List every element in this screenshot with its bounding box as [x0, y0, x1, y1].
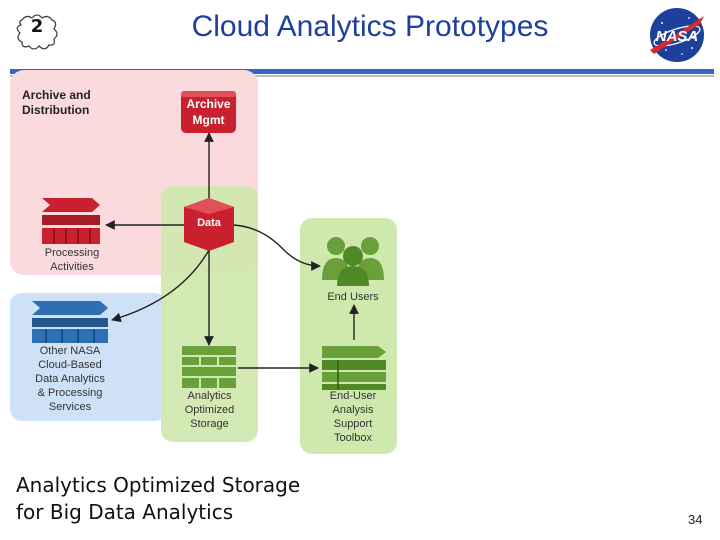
end-users-icon — [322, 237, 384, 286]
archive-mgmt-label-line1: Archive — [186, 97, 230, 111]
aos-line: Optimized — [184, 404, 235, 416]
other-nasa-line: Cloud-Based — [38, 359, 102, 371]
header-rule — [10, 69, 714, 74]
badge-burst-icon — [16, 14, 58, 50]
slide-number: 2 — [30, 16, 44, 37]
other-nasa-services-icon — [32, 301, 108, 343]
archive-region-label-line2: Distribution — [22, 103, 90, 117]
other-nasa-line: Services — [48, 401, 92, 413]
nasa-logo: NASA — [644, 6, 710, 64]
archive-mgmt-label-line2: Mgmt — [193, 113, 225, 127]
end-users-label: End Users — [327, 291, 379, 303]
toolbox-line: Support — [333, 418, 373, 430]
processing-label-line1: Processing — [44, 247, 100, 259]
slide-caption: Analytics Optimized Storage for Big Data… — [16, 472, 300, 526]
processing-activities-label: Processing Activities — [22, 246, 122, 274]
other-nasa-line: Other NASA — [39, 345, 101, 357]
data-to-other-services-arrow — [111, 249, 210, 323]
toolbox-line: End-User — [329, 390, 377, 402]
aos-line: Analytics — [187, 390, 232, 402]
data-store-node: Data — [184, 198, 234, 251]
caption-line1: Analytics Optimized Storage — [16, 473, 301, 497]
analysis-toolbox-label: End-User Analysis Support Toolbox — [300, 389, 406, 445]
analysis-toolbox-icon — [322, 346, 386, 390]
archive-mgmt-node: Archive Mgmt — [181, 91, 236, 133]
nasa-logo-text: NASA — [656, 28, 699, 45]
other-nasa-line: & Processing — [37, 387, 103, 399]
other-nasa-services-label: Other NASA Cloud-Based Data Analytics & … — [20, 344, 120, 414]
header-rule-shadow — [10, 75, 714, 77]
analytics-storage-label: Analytics Optimized Storage — [161, 389, 258, 431]
slide-title: Cloud Analytics Prototypes — [191, 10, 549, 43]
processing-activities-icon — [42, 198, 100, 244]
aos-line: Storage — [190, 418, 229, 430]
archive-region-label-line1: Archive and — [22, 88, 91, 102]
archive-region-label: Archive and Distribution — [22, 88, 132, 118]
caption-line2: for Big Data Analytics — [16, 500, 234, 524]
analytics-storage-icon — [182, 346, 236, 388]
toolbox-line: Analysis — [332, 404, 374, 416]
page-number: 34 — [688, 512, 703, 527]
data-to-end-users-arrow — [229, 224, 321, 271]
toolbox-line: Toolbox — [334, 432, 372, 444]
other-nasa-line: Data Analytics — [35, 373, 105, 385]
nasa-meatball-icon: NASA — [650, 8, 704, 62]
data-label: Data — [197, 217, 222, 229]
slide-number-badge — [14, 12, 60, 52]
processing-label-line2: Activities — [50, 261, 94, 273]
